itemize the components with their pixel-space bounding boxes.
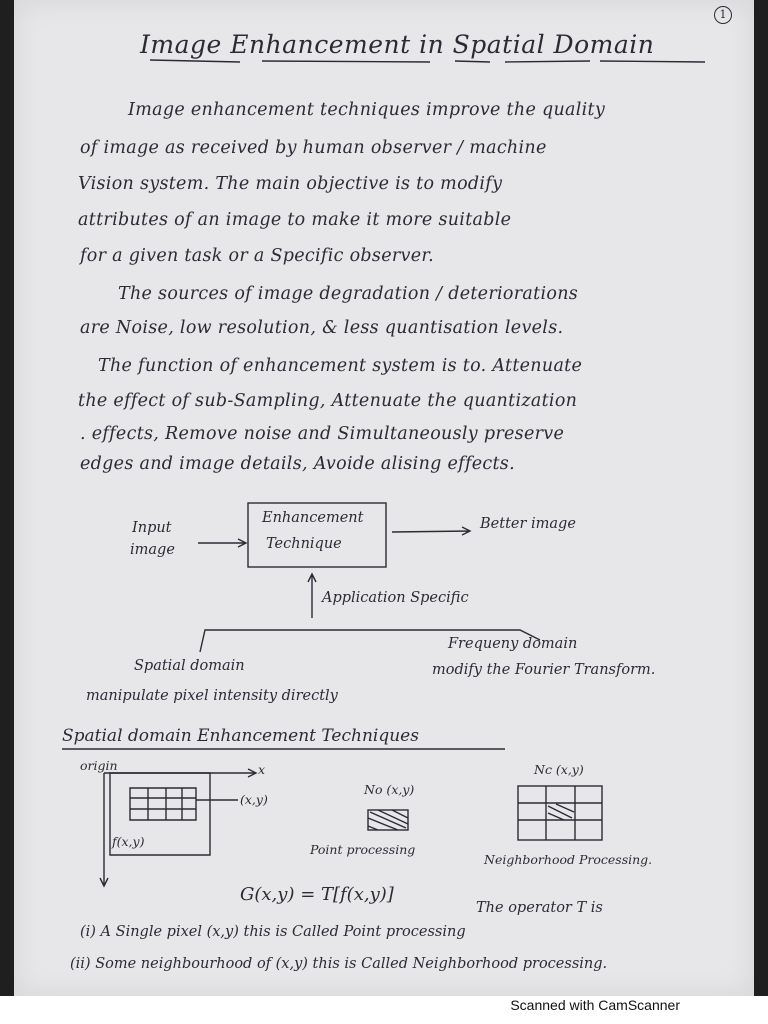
techniques-heading: Spatial domain Enhancement Techniques (62, 726, 419, 746)
neighborhood-processing-item: (ii) Some neighbourhood of (x,y) this is… (70, 956, 608, 972)
image-boundary (109, 772, 211, 856)
point-square (367, 809, 409, 831)
output-arrow (391, 526, 472, 536)
spatial-domain-note: manipulate pixel intensity directly (86, 688, 338, 704)
output-label: Better image (480, 516, 576, 532)
fxy-label: f(x,y) (112, 834, 145, 849)
enhancement-box (247, 502, 387, 568)
box-label-2: Technique (266, 536, 342, 552)
neigh-hatch (547, 803, 575, 821)
pixel-coordinate-label: (x,y) (240, 792, 268, 807)
origin-label: origin (80, 758, 118, 773)
neigh-grid-lines (518, 786, 602, 840)
point-processing-item: (i) A Single pixel (x,y) this is Called … (80, 924, 466, 940)
intro-line-7: are Noise, low resolution, & less quanti… (80, 318, 564, 338)
input-label-2: image (130, 542, 175, 558)
neighborhood-processing-caption: Neighborhood Processing. (484, 852, 653, 867)
image-grid (129, 787, 197, 821)
intro-line-5: for a given task or a Specific observer. (80, 246, 434, 266)
x-axis-label: x (258, 762, 266, 777)
intro-line-1: Image enhancement techniques improve the… (128, 100, 606, 120)
intro-line-2: of image as received by human observer /… (80, 138, 547, 158)
intro-line-10: . effects, Remove noise and Simultaneous… (80, 424, 565, 444)
spatial-domain-label: Spatial domain (134, 658, 245, 674)
point-processing-caption: Point processing (310, 842, 416, 857)
scanner-footer: Scanned with CamScanner (0, 996, 768, 1024)
transform-equation: G(x,y) = T[f(x,y)] (240, 884, 394, 905)
page-number: 1 (714, 6, 732, 24)
intro-line-6: The sources of image degradation / deter… (118, 284, 579, 304)
application-label: Application Specific (322, 590, 469, 606)
frequency-domain-label: Frequeny domain (448, 636, 578, 652)
intro-line-4: attributes of an image to make it more s… (78, 210, 512, 230)
point-neighborhood-label: No (x,y) (364, 782, 415, 797)
intro-line-8: The function of enhancement system is to… (98, 356, 583, 376)
operator-note: The operator T is (476, 900, 603, 916)
intro-line-11: edges and image details, Avoide alising … (80, 454, 515, 474)
application-arrow (307, 572, 317, 618)
branch-line (199, 629, 541, 653)
input-label-1: Input (132, 520, 172, 536)
frequency-domain-note: modify the Fourier Transform. (432, 662, 656, 678)
box-label-1: Enhancement (262, 510, 364, 526)
page-title: Image Enhancement in Spatial Domain (140, 30, 655, 59)
point-hatch (367, 809, 409, 831)
camscanner-watermark: Scanned with CamScanner (510, 997, 680, 1013)
intro-line-9: the effect of sub-Sampling, Attenuate th… (78, 391, 578, 411)
input-arrow (198, 538, 248, 548)
intro-line-3: Vision system. The main objective is to … (78, 174, 503, 194)
neighborhood-label: Nc (x,y) (534, 762, 584, 777)
neigh-grid (517, 785, 603, 841)
title-underline (149, 59, 706, 63)
y-axis (99, 773, 109, 888)
